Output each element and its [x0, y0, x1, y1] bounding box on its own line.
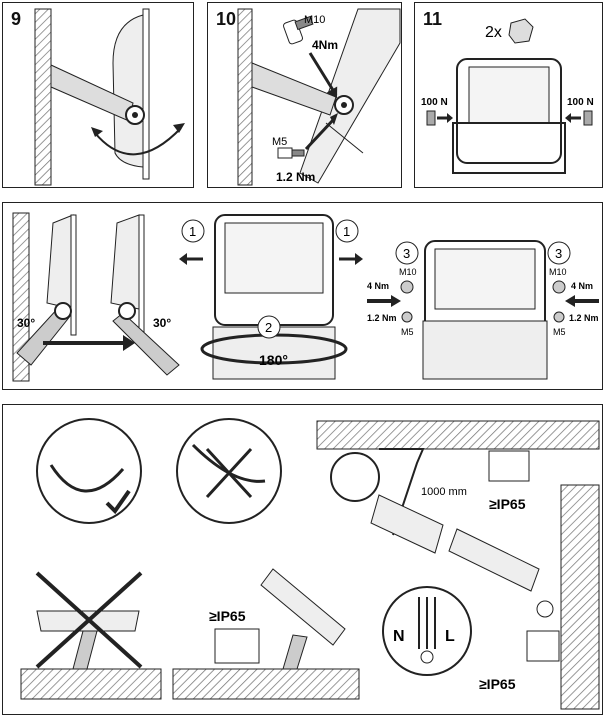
cap-left [426, 110, 436, 126]
arrow-m10 [308, 52, 338, 96]
torque-1-2nm-right: 1.2 Nm [569, 313, 599, 323]
neutral-label: N [393, 628, 405, 645]
m5-screw-icon [277, 147, 293, 159]
m5-right-label: M5 [553, 327, 566, 337]
torque-1-2nm-label: 1.2 Nm [276, 170, 315, 184]
right-base [422, 320, 548, 380]
wall-right [560, 484, 600, 710]
m10-left-label: M10 [399, 267, 417, 277]
step-9-panel: 9 [2, 2, 194, 188]
mount-yoke [452, 122, 566, 174]
rotation-label: 180° [259, 352, 288, 368]
m10-label: M10 [304, 14, 325, 26]
step-1-label-left: 1 [189, 224, 196, 239]
step-2-label: 2 [265, 320, 272, 335]
junction-box-wall [526, 630, 560, 662]
junction-box-ceiling [488, 450, 530, 482]
adjustment-illustration: 30° 30° 1 1 2 180° 3 3 M10 M10 4 Nm 4 Nm [12, 212, 599, 382]
force-right-label: 100 N [567, 97, 594, 108]
wall-fixture [448, 528, 540, 592]
junction-box-floor [214, 628, 260, 664]
arrow-m5 [304, 117, 336, 151]
rotate-arrow [94, 127, 182, 156]
step-9-illustration [34, 8, 185, 186]
step-1-label-right: 1 [343, 224, 350, 239]
step-9-number: 9 [11, 9, 22, 29]
ip-wall-label: ≥IP65 [479, 676, 516, 692]
step-11-illustration: 2x 100 N 100 N [421, 18, 594, 174]
arrowhead-left [91, 127, 103, 137]
wall [237, 8, 253, 186]
fixture-left-a [46, 214, 74, 310]
torque-4nm-right: 4 Nm [571, 281, 593, 291]
floor-left [20, 668, 162, 700]
installation-illustration: 1000 mm ≥IP65 ≥IP65 N L ≥IP65 [20, 418, 600, 710]
step-2-circle [257, 315, 281, 339]
arrowhead-right [173, 123, 185, 133]
quantity-label: 2x [485, 24, 502, 41]
ip-floor-label: ≥IP65 [209, 608, 246, 624]
floor-right [172, 668, 360, 700]
ground-icon [420, 650, 434, 664]
step-1-circle-right [335, 219, 359, 243]
installation-panel: 1000 mm ≥IP65 ≥IP65 N L ≥IP65 [2, 404, 603, 715]
torque-4nm-left: 4 Nm [367, 281, 389, 291]
ceiling-fixture [370, 494, 444, 554]
pivot-center [132, 112, 138, 118]
cap-right [583, 110, 593, 126]
step-1-circle-left [181, 219, 205, 243]
mount-bracket [251, 62, 337, 116]
floodlight-lens [468, 66, 550, 124]
step-10-panel: 10 M10 4Nm M5 1.2 Nm [207, 2, 402, 188]
cable-length-label: 1000 mm [421, 486, 467, 498]
torque-4nm-label: 4Nm [312, 38, 338, 52]
bracket-left-b [112, 312, 180, 376]
angle-left-label: 30° [17, 316, 35, 330]
center-base [212, 326, 336, 380]
cable-detail-circle [330, 452, 380, 502]
wall-left [12, 212, 30, 382]
step-3-label-right: 3 [555, 246, 562, 261]
step-3-circle-left [395, 241, 419, 265]
ceiling [316, 420, 600, 450]
floor-fixture-correct [260, 568, 346, 646]
live-label: L [445, 628, 455, 645]
torque-1-2nm-left: 1.2 Nm [367, 313, 397, 323]
step-11-panel: 11 2x 100 N 100 N [414, 2, 603, 188]
m5-label: M5 [272, 136, 287, 148]
wall [34, 8, 52, 186]
drip-loop-correct [36, 418, 142, 524]
step-3-label-left: 3 [403, 246, 410, 261]
step-10-number: 10 [216, 9, 237, 29]
ip-ceiling-label: ≥IP65 [489, 496, 526, 512]
step-10-illustration: M10 4Nm M5 1.2 Nm [237, 8, 401, 186]
force-left-label: 100 N [421, 97, 448, 108]
step-11-number: 11 [423, 9, 443, 29]
step-3-circle-right [547, 241, 571, 265]
fixture-left-b [110, 214, 140, 310]
fixture-body [112, 14, 144, 168]
m10-right-label: M10 [549, 267, 567, 277]
m5-left-label: M5 [401, 327, 414, 337]
check-icon [105, 489, 131, 515]
angle-right-label: 30° [153, 316, 171, 330]
adjustment-panel: 30° 30° 1 1 2 180° 3 3 M10 M10 4 Nm 4 Nm [2, 202, 603, 390]
cap-icon [508, 18, 534, 44]
